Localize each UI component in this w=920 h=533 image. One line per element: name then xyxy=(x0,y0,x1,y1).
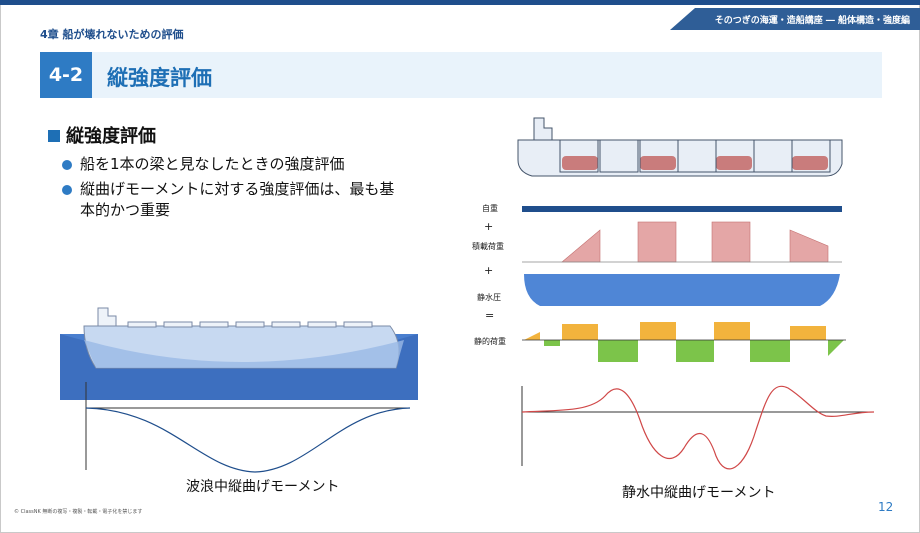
label-static-load: 静的荷重 xyxy=(474,337,506,346)
ship-elevation xyxy=(517,139,843,177)
bullet-text: 船を1本の梁と見なしたときの強度評価 xyxy=(80,155,345,173)
equals-operator: = xyxy=(485,309,495,322)
page-number: 12 xyxy=(878,500,894,514)
content-heading: 縦強度評価 xyxy=(48,122,156,148)
hatch-covers xyxy=(127,321,373,328)
chapter-title: 4章 船が壊れないための評価 xyxy=(40,28,184,41)
bullet-item: 船を1本の梁と見なしたときの強度評価 xyxy=(62,154,402,175)
still-water-moment-curve xyxy=(521,385,875,470)
bullet-item: 縦曲げモーメントに対する強度評価は、最も基本的かつ重要 xyxy=(62,179,402,221)
left-figure-caption: 波浪中縦曲げモーメント xyxy=(186,479,340,495)
bullet-dot-icon xyxy=(62,160,72,170)
label-cargo-load: 積載荷重 xyxy=(472,242,504,251)
square-bullet-icon xyxy=(48,130,60,142)
hold-outlines xyxy=(559,139,831,173)
label-self-weight: 自重 xyxy=(482,204,498,213)
ship-bridge xyxy=(97,307,117,327)
heading-text: 縦強度評価 xyxy=(66,126,156,147)
section-number: 4-2 xyxy=(40,52,92,98)
label-hydrostatic: 静水圧 xyxy=(477,293,501,302)
course-banner: そのつぎの海運・造船講座 ― 船体構造・強度編 xyxy=(670,8,920,30)
net-load-negative xyxy=(544,340,844,362)
hydrostatic-distribution xyxy=(524,274,840,306)
right-figure-caption: 静水中縦曲げモーメント xyxy=(622,485,776,501)
submerged-hull xyxy=(84,340,404,368)
bullet-dot-icon xyxy=(62,185,72,195)
self-weight-distribution xyxy=(522,206,842,212)
cargo-holds xyxy=(562,156,828,170)
net-load-positive xyxy=(524,322,826,340)
top-strip xyxy=(0,0,920,5)
ship-bridge-elevation xyxy=(533,117,553,141)
cargo-load-distribution xyxy=(561,221,829,263)
course-title: そのつぎの海運・造船講座 ― 船体構造・強度編 xyxy=(714,16,910,26)
wave-moment-curve xyxy=(85,407,411,473)
section-band xyxy=(40,52,882,98)
plus-operator: + xyxy=(484,264,494,277)
copyright-notice: © ClassNK 無断の複写・複製・転載・電子化を禁じます xyxy=(14,509,143,515)
plus-operator: + xyxy=(484,220,494,233)
bullet-text: 縦曲げモーメントに対する強度評価は、最も基本的かつ重要 xyxy=(80,180,395,219)
section-title: 縦強度評価 xyxy=(107,66,212,90)
